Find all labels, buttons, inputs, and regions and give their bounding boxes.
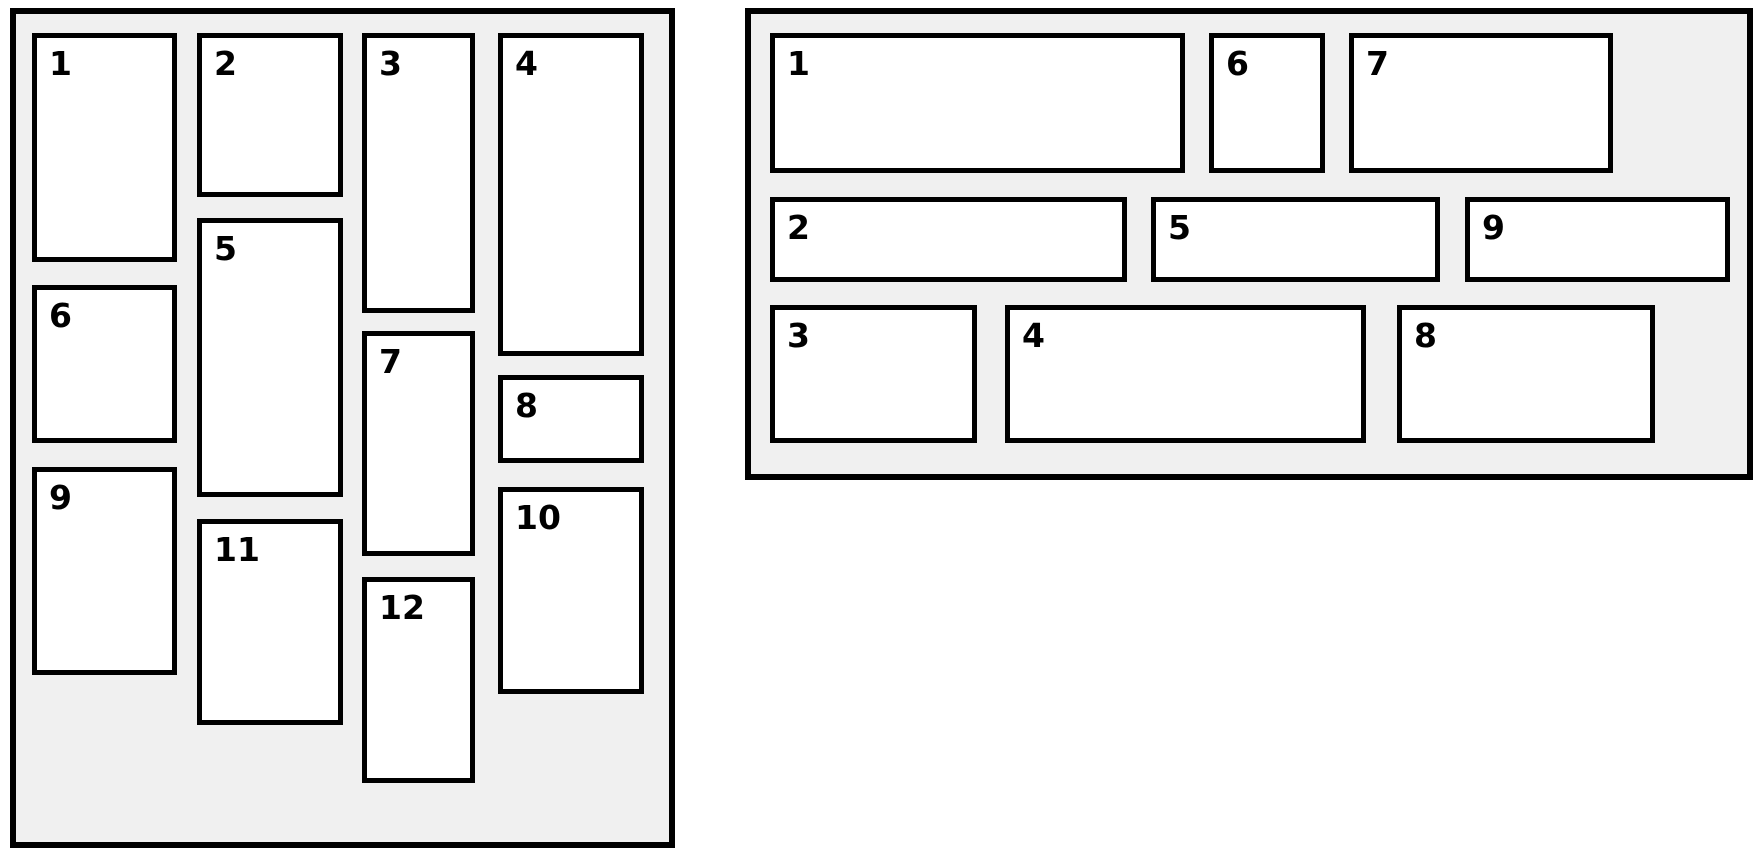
item-number-label: 2 [214, 44, 237, 83]
item-number-label: 2 [787, 208, 810, 247]
item-number-label: 9 [1482, 208, 1505, 247]
masonry-item: 10 [498, 487, 644, 694]
item-number-label: 1 [787, 44, 810, 83]
masonry-item: 9 [32, 467, 177, 675]
item-number-label: 6 [1226, 44, 1249, 83]
item-number-label: 3 [787, 316, 810, 355]
item-number-label: 5 [214, 229, 237, 268]
masonry-item: 4 [1005, 305, 1366, 443]
item-number-label: 10 [515, 498, 561, 537]
item-number-label: 7 [1366, 44, 1389, 83]
item-number-label: 6 [49, 296, 72, 335]
vertical-masonry-panel: 1 2 3 4 5 6 7 8 9 10 11 [10, 8, 675, 848]
item-number-label: 12 [379, 588, 425, 627]
item-number-label: 3 [379, 44, 402, 83]
masonry-item: 1 [770, 33, 1185, 173]
masonry-item: 8 [1397, 305, 1655, 443]
masonry-item: 2 [197, 33, 343, 197]
masonry-item: 6 [32, 285, 177, 443]
masonry-item: 5 [1151, 197, 1440, 282]
masonry-item: 3 [362, 33, 475, 313]
horizontal-masonry-panel: 1 6 7 2 5 9 3 4 8 [745, 8, 1753, 480]
masonry-item: 5 [197, 218, 343, 497]
masonry-item: 9 [1465, 197, 1730, 282]
masonry-item: 4 [498, 33, 644, 356]
item-number-label: 5 [1168, 208, 1191, 247]
masonry-item: 8 [498, 375, 644, 463]
item-number-label: 8 [515, 386, 538, 425]
item-number-label: 9 [49, 478, 72, 517]
masonry-item: 7 [1349, 33, 1613, 173]
item-number-label: 8 [1414, 316, 1437, 355]
masonry-item: 3 [770, 305, 977, 443]
item-number-label: 1 [49, 44, 72, 83]
masonry-item: 11 [197, 519, 343, 725]
masonry-item: 12 [362, 577, 475, 783]
masonry-item: 1 [32, 33, 177, 262]
item-number-label: 11 [214, 530, 260, 569]
masonry-item: 7 [362, 331, 475, 556]
masonry-item: 2 [770, 197, 1127, 282]
item-number-label: 7 [379, 342, 402, 381]
masonry-item: 6 [1209, 33, 1325, 173]
item-number-label: 4 [1022, 316, 1045, 355]
item-number-label: 4 [515, 44, 538, 83]
